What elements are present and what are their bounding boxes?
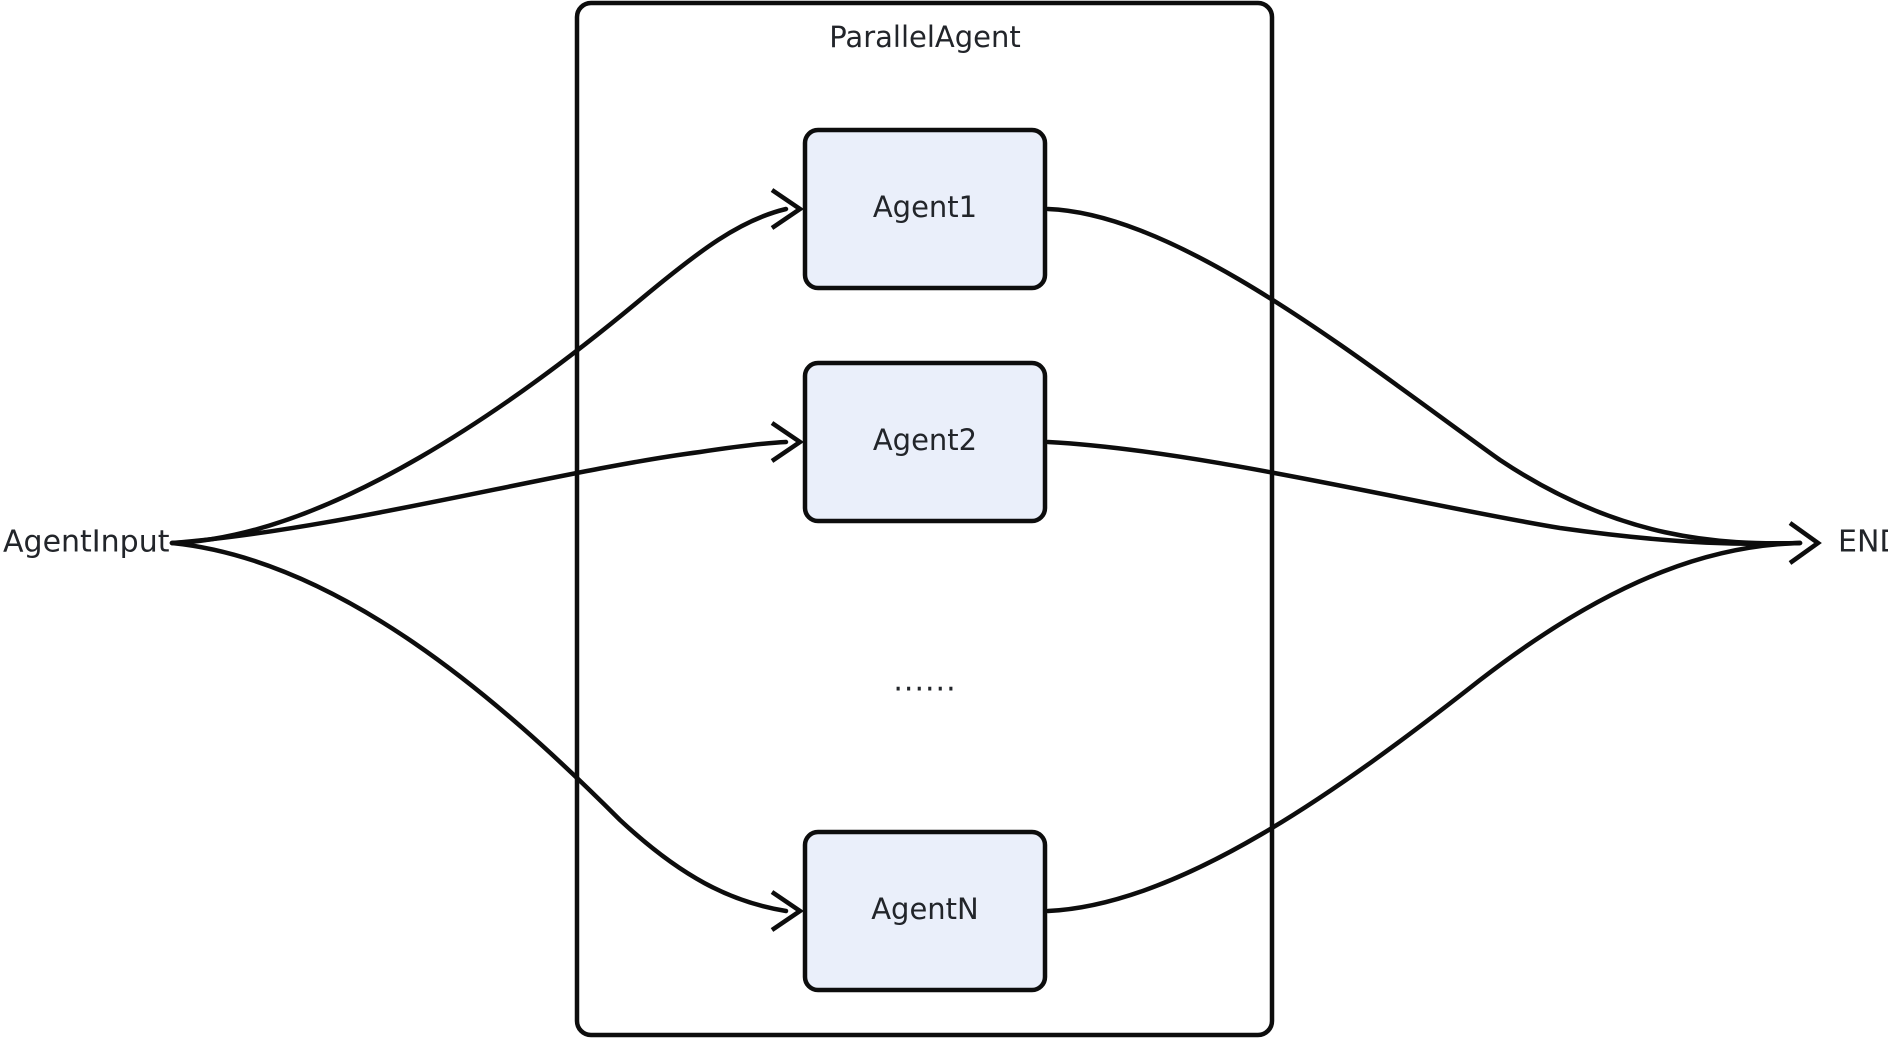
arrowhead-icon-end (1788, 521, 1822, 565)
arrowhead-icon-agent2 (770, 421, 805, 463)
arrowhead-icon-agentn (770, 890, 805, 932)
node-agent2-box[interactable] (802, 360, 1048, 524)
node-agentn-box[interactable] (802, 829, 1048, 993)
parallel-agent-group-title: ParallelAgent (829, 20, 1021, 54)
edge-input-to-agentn (169, 540, 789, 914)
arrowhead-icon-agent1 (770, 188, 805, 230)
edge-agent1-to-end (1045, 206, 1803, 546)
node-agent2-label: Agent2 (873, 423, 977, 457)
endpoint-agent-input-label: AgentInput (3, 525, 170, 560)
endpoint-end-label: END (1838, 525, 1888, 560)
edge-agent2-to-end (1045, 439, 1803, 547)
edge-input-to-agent2 (169, 439, 789, 546)
node-agent1-box[interactable] (802, 127, 1048, 291)
edge-agentn-to-end (1045, 540, 1803, 914)
node-agent1-label: Agent1 (873, 190, 977, 224)
node-agentn-label: AgentN (871, 892, 979, 926)
node-agentn[interactable]: AgentN (802, 829, 1048, 993)
parallel-agent-group-box (574, 0, 1275, 1038)
node-agent1[interactable]: Agent1 (802, 127, 1048, 291)
node-agent2[interactable]: Agent2 (802, 360, 1048, 524)
edge-input-to-agent1 (169, 206, 789, 546)
ellipsis-indicator: ...... (893, 664, 956, 699)
